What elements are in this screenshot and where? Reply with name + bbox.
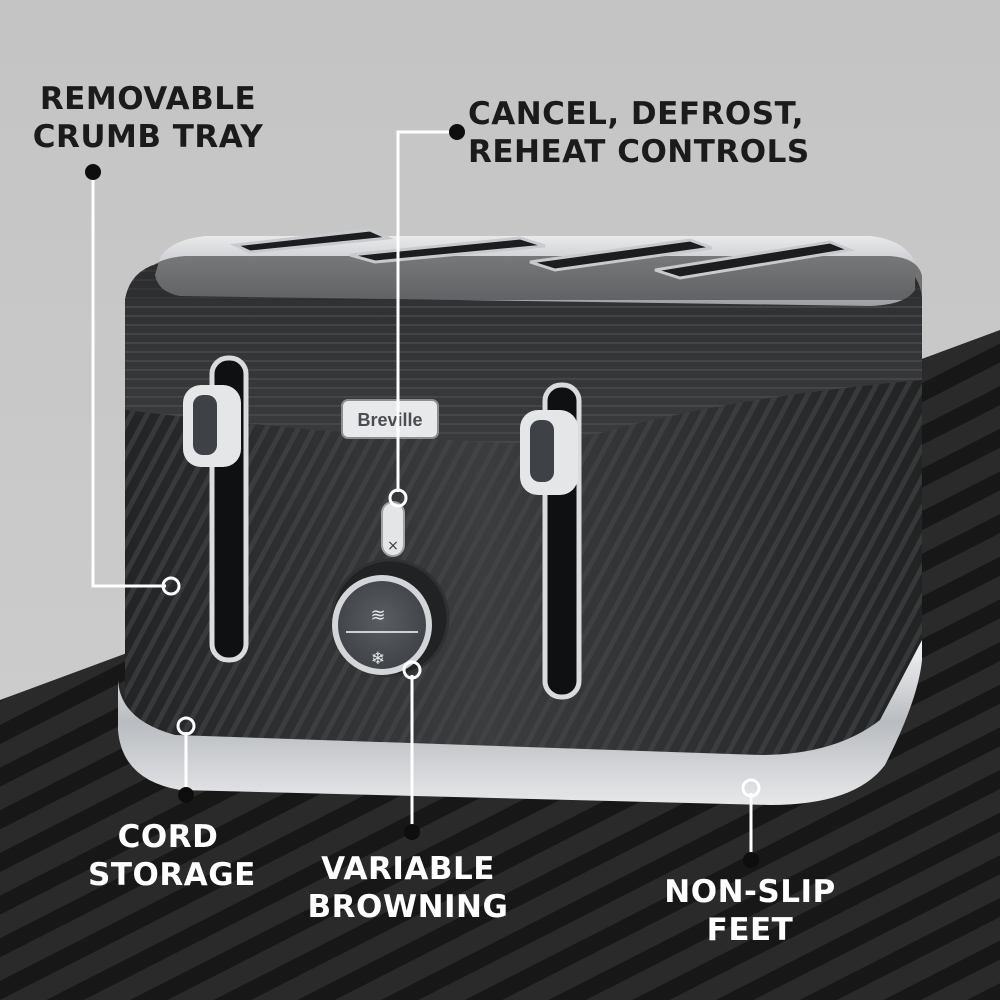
bread-slots	[229, 228, 856, 280]
marker-crumb-tray	[161, 576, 181, 596]
callout-browning-line2: BROWNING	[307, 889, 509, 925]
leader-controls	[396, 130, 455, 492]
bread-slot	[529, 238, 713, 272]
dot-browning	[404, 824, 420, 840]
callout-cord-line2: STORAGE	[88, 857, 256, 893]
cancel-button[interactable]: ×	[381, 501, 405, 557]
chrome-base	[118, 640, 922, 805]
callout-feet-line1: NON-SLIP	[664, 874, 836, 910]
reheat-wave-icon: ≋	[370, 605, 385, 626]
marker-controls	[388, 488, 408, 508]
marker-feet	[741, 778, 761, 798]
brand-badge: Breville	[341, 399, 439, 439]
left-lever[interactable]	[183, 355, 249, 663]
callout-controls-line2: REHEAT CONTROLS	[468, 134, 810, 170]
right-lever[interactable]	[520, 382, 582, 700]
dot-controls	[449, 124, 465, 140]
dot-cord	[178, 787, 194, 803]
bread-slot	[654, 240, 856, 280]
browning-dial[interactable]: ≋ ❄	[330, 558, 450, 678]
dot-feet	[743, 852, 759, 868]
leader-crumb-tray	[91, 172, 166, 588]
callout-crumb-tray-line1: REMOVABLE	[39, 81, 257, 117]
callout-endpoints	[85, 124, 761, 868]
cancel-x-icon: ×	[387, 538, 399, 554]
callout-cord-line1: CORD	[117, 819, 219, 855]
callout-browning-line1: VARIABLE	[321, 851, 495, 887]
callout-feet-line2: FEET	[706, 912, 794, 948]
callout-cord-storage: CORD STORAGE	[88, 818, 256, 894]
callout-crumb-tray: REMOVABLE CRUMB TRAY	[28, 80, 268, 156]
bread-slot	[229, 228, 394, 254]
diagonal-texture	[125, 380, 922, 790]
snowflake-icon: ❄	[371, 649, 385, 669]
marker-browning	[402, 660, 422, 680]
dot-crumb-tray	[85, 164, 101, 180]
marker-cord	[176, 716, 196, 736]
toaster: Breville × ≋ ❄	[118, 228, 922, 805]
callout-feet: NON-SLIP FEET	[660, 873, 840, 949]
callout-leaders	[91, 130, 753, 858]
callout-browning: VARIABLE BROWNING	[298, 850, 518, 926]
callout-crumb-tray-line2: CRUMB TRAY	[32, 119, 264, 155]
callout-controls-line1: CANCEL, DEFROST,	[468, 96, 805, 132]
callout-controls: CANCEL, DEFROST, REHEAT CONTROLS	[468, 95, 810, 171]
brand-badge-text: Breville	[357, 410, 422, 430]
